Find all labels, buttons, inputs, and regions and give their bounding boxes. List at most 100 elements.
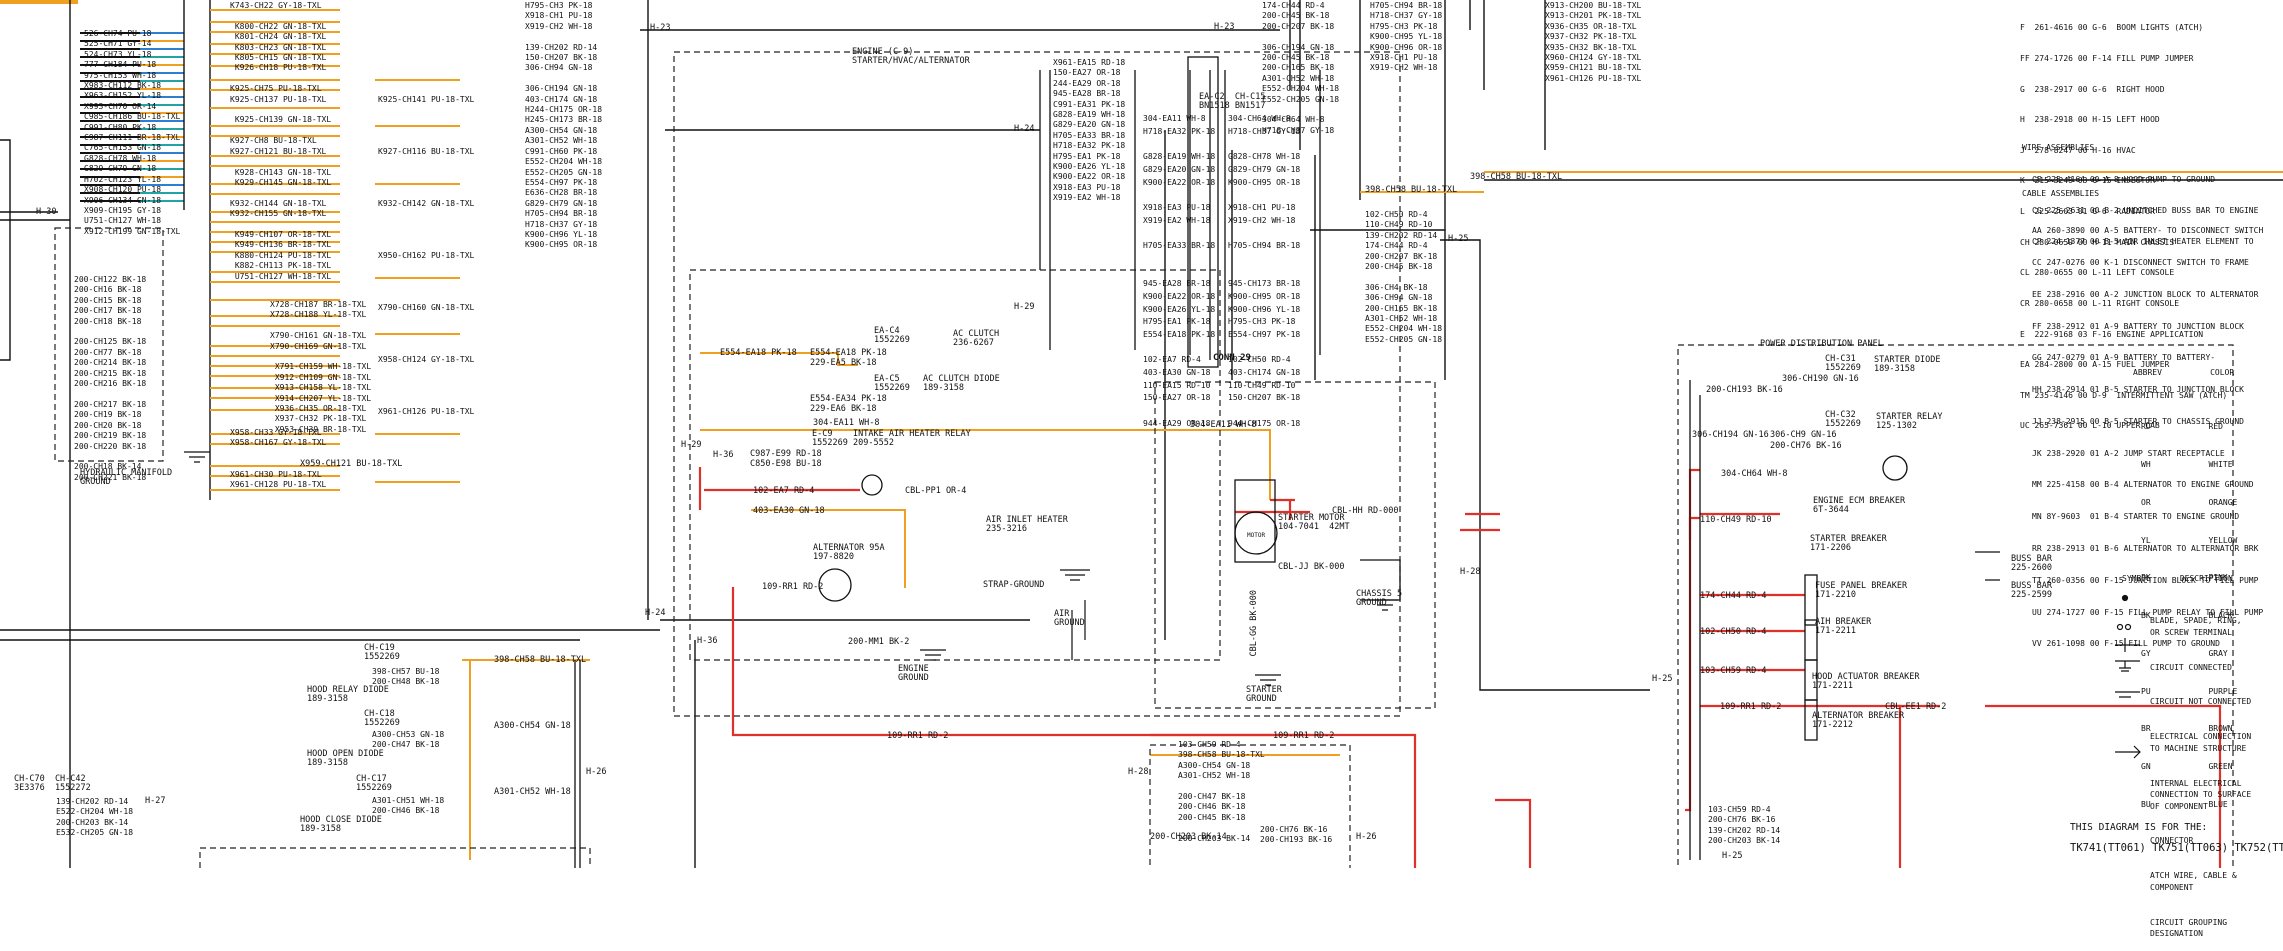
legend-row: K 215-3249 03 G-15 INJECTOR: [2020, 176, 2155, 186]
symbol-row: BLADE, SPADE, RING, OR SCREW TERMINAL: [2150, 616, 2242, 637]
abbrev-row: WH WHITE: [2141, 459, 2233, 469]
abbrev-row: GY GRAY: [2141, 648, 2228, 658]
wire-column-5: X728-CH187 BR-18-TXL X728-CH188 YL-18-TX…: [270, 300, 372, 434]
wire-403-ea30: 403-EA30 GN-18: [753, 506, 825, 516]
symbol-legend: BLADE, SPADE, RING, OR SCREW TERMINAL CI…: [2150, 592, 2251, 951]
wire-right-refs: K925-CH141 PU-18-TXL K927-CH116 BU-18-TX…: [378, 95, 475, 416]
aih-breaker-label: AIH BREAKER 171-2211: [1815, 617, 1872, 636]
intake-relay-label: INTAKE AIR HEATER RELAY 209-5552: [853, 429, 971, 448]
harness-d: 102-CH50 RD-4 110-CH49 RD-10 139-CH202 R…: [1365, 210, 1443, 344]
starter-ground-label: STARTER GROUND: [1246, 685, 1282, 704]
wire-row: CE 225-4164 00 A-8 HOOD PUMP TO GROUND: [2032, 175, 2216, 185]
cable-row: FF 238-2912 01 A-9 BATTERY TO JUNCTION B…: [2032, 321, 2244, 331]
symbol-header: SYMBOL DESCRIPTION: [2122, 574, 2233, 583]
cable-row: HH 238-2914 01 B-5 STARTER TO JUNCTION B…: [2032, 385, 2244, 395]
cable-row: UU 274-1727 00 F-15 FILL PUMP RELAY TO F…: [2032, 607, 2264, 617]
wire-109-rr1-d: 109-RR1 RD-2: [1720, 702, 1782, 712]
symbol-row: CIRCUIT NOT CONNECTED: [2150, 697, 2252, 707]
cable-row: JJ 238-2915 00 B-5 STARTER TO CHASSIS GR…: [2032, 416, 2244, 426]
abbrev-row: GN GREEN: [2141, 762, 2233, 772]
ac-clutch-diode-label: AC CLUTCH DIODE 189-3158: [923, 374, 1000, 393]
wire-column-4: X958-CH33 GY-18-TXL X958-CH167 GY-18-TXL…: [230, 428, 327, 490]
legend-row: F 261-4616 00 G-6 BOOM LIGHTS (ATCH): [2020, 23, 2204, 33]
starter-relay-label: STARTER RELAY 125-1302: [1876, 412, 1943, 431]
wire-column-1: 526-CH74 PU-18 525-CH71 GY-14 524-CH73 Y…: [84, 29, 181, 236]
wire-x959-ch121: X959-CH121 BU-18-TXL: [300, 459, 403, 469]
ac-clutch-label: AC CLUTCH 236-6267: [953, 329, 1000, 348]
motor-label: MOTOR: [1247, 532, 1266, 539]
wire-c850: C850-E98 BU-18: [750, 459, 822, 469]
wire-200-ch193: 200-CH193 BK-16: [1706, 385, 1783, 395]
engine-ground-label: ENGINE GROUND: [898, 664, 929, 683]
connector-ch-c18: CH-C18 1552269: [364, 709, 400, 728]
symbol-row: INTERNAL ELECTRICAL CONNECTION TO SURFAC…: [2150, 778, 2252, 811]
connector-ea-c4: EA-C4 1552269: [874, 326, 910, 345]
wire-398-ch58-b: 398-CH58 BU-18-TXL: [1365, 185, 1458, 195]
cable-row: AA 260-3890 00 A-5 BATTERY- TO DISCONNEC…: [2032, 226, 2264, 236]
wire-cbl-hh: CBL-HH RD-000: [1332, 506, 1399, 516]
wire-109-rr1-b: 109-RR1 RD-2: [887, 731, 949, 741]
wire-e554-ea34: E554-EA34 PK-18: [810, 394, 887, 404]
symbol-row: CIRCUIT GROUPING DESIGNATION: [2150, 917, 2228, 939]
hood-relay-diode-label: HOOD RELAY DIODE 189-3158: [307, 685, 389, 704]
symbol-row: CONNECTOR: [2150, 836, 2194, 846]
wire-assemblies-table: CE 225-4164 00 A-8 HOOD PUMP TO GROUND C…: [2032, 155, 2258, 257]
harness-ref: H-23: [650, 23, 671, 33]
cable-assemblies-table: AA 260-3890 00 A-5 BATTERY- TO DISCONNEC…: [2032, 205, 2263, 661]
cable-row: CC 247-0276 00 K-1 DISCONNECT SWITCH TO …: [2032, 257, 2249, 267]
legend-row: EA 284-2800 00 A-15 FUEL JUMPER: [2020, 360, 2170, 370]
harness-c: 304-CH64 WH-8 H718-CH37 GY-18 G828-CH78 …: [1228, 114, 1301, 428]
symbol-row: ATCH WIRE, CABLE & COMPONENT: [2150, 871, 2237, 892]
harness-ref: H-36: [713, 450, 734, 460]
cable-row: EE 238-2916 00 A-2 JUNCTION BLOCK TO ALT…: [2032, 289, 2259, 299]
air-ground-label: AIR GROUND: [1054, 609, 1085, 628]
harness-ref: H-36: [697, 636, 718, 646]
cable-row: TT 260-0356 00 F-15 JUNCTION BLOCK TO FI…: [2032, 575, 2259, 585]
cable-assemblies-heading: CABLE ASSEMBLIES: [2022, 189, 2100, 198]
hood-open-diode-label: HOOD OPEN DIODE 189-3158: [307, 749, 384, 768]
legend-row: J 278-8247 00 H-16 HVAC: [2020, 145, 2136, 155]
harness-ref: H-24: [1014, 124, 1035, 134]
harness-ref: H-25: [1722, 851, 1743, 861]
harness-ref: H-28: [1460, 567, 1481, 577]
abbrev-table: RD RED WH WHITE OR ORANGE YL YELLOW PK P…: [2141, 396, 2237, 824]
bottom-ch19-wires: 398-CH57 BU-18 200-CH48 BK-18: [372, 667, 440, 687]
footer-line-2: TK741(TT061) TK751(TT063) TK752(TT06: [2070, 842, 2283, 854]
abbrev-row: RD RED: [2141, 422, 2223, 432]
harness-b: 304-EA11 WH-8 H718-EA32 PK-18 G828-EA19 …: [1143, 114, 1216, 428]
abbrev-row: BK BLACK: [2141, 611, 2233, 621]
wiring-diagram: [0, 0, 2283, 868]
engine-section-title: ENGINE (C-9) STARTER/HVAC/ALTERNATOR: [852, 47, 970, 66]
harness-ref: H-26: [1356, 832, 1377, 842]
wire-229-ea5: 229-EA5 BK-18: [810, 358, 877, 368]
legend-row: TM 235-4146 00 D-9 INTERMITTENT SAW (ATC…: [2020, 390, 2228, 400]
alternator-breaker-label: ALTERNATOR BREAKER 171-2212: [1812, 711, 1905, 730]
buss-bar-2-label: BUSS BAR 225-2599: [2011, 581, 2052, 600]
hydraulic-manifold-label: HYDRAULIC MANIFOLD GROUND: [80, 468, 173, 487]
wire-column-2: 200-CH122 BK-18 200-CH16 BK-18 200-CH15 …: [74, 275, 147, 482]
starter-motor-label: STARTER MOTOR 104-7041 42MT: [1278, 513, 1350, 532]
wire-a300-ch54: A300-CH54 GN-18: [494, 721, 571, 731]
conn-29-label: CONN 29: [1213, 353, 1251, 363]
wire-top-mid: H795-CH3 PK-18 X918-CH1 PU-18 X919-CH2 W…: [525, 1, 603, 250]
legend-row: E 222-9168 03 F-16 ENGINE APPLICATION: [2020, 329, 2204, 339]
wire-109-rr1-c: 109-RR1 RD-2: [1273, 731, 1335, 741]
harness-ref: H-25: [1448, 234, 1469, 244]
connector-ch-c19: CH-C19 1552269: [364, 643, 400, 662]
wire-229-ea6: 229-EA6 BK-18: [810, 404, 877, 414]
wire-398-ch58: 398-CH58 BU-18-TXL: [1470, 172, 1563, 182]
wire-column-3: K743-CH22 GY-18-TXL K800-CH22 GN-18-TXL …: [230, 1, 332, 281]
bottom-ch17-wires: A301-CH51 WH-18 200-CH46 BK-18: [372, 796, 445, 816]
wire-102-ea7: 102-EA7 RD-4: [753, 486, 815, 496]
power-panel-title: POWER DISTRIBUTION PANEL: [1760, 339, 1883, 349]
top-right-left-wires: 174-CH44 RD-4 200-CH45 BK-18 200-CH207 B…: [1262, 1, 1340, 135]
abbrev-row: PU PURPLE: [2141, 686, 2238, 696]
wire-306-ch9: 306-CH9 GN-16: [1770, 430, 1837, 440]
wire-200-mm1: 200-MM1 BK-2: [848, 637, 910, 647]
cable-row: MM 225-4158 00 B-4 ALTERNATOR TO ENGINE …: [2032, 480, 2254, 490]
fuse-panel-breaker-label: FUSE PANEL BREAKER 171-2210: [1815, 581, 1908, 600]
buss-bar-1-label: BUSS BAR 225-2600: [2011, 554, 2052, 573]
wire-103-ch59: 103-CH59 RD-4: [1700, 666, 1767, 676]
harness-ref: H-30: [36, 207, 57, 217]
wire-304-ch64: 304-CH64 WH-8: [1721, 469, 1788, 479]
